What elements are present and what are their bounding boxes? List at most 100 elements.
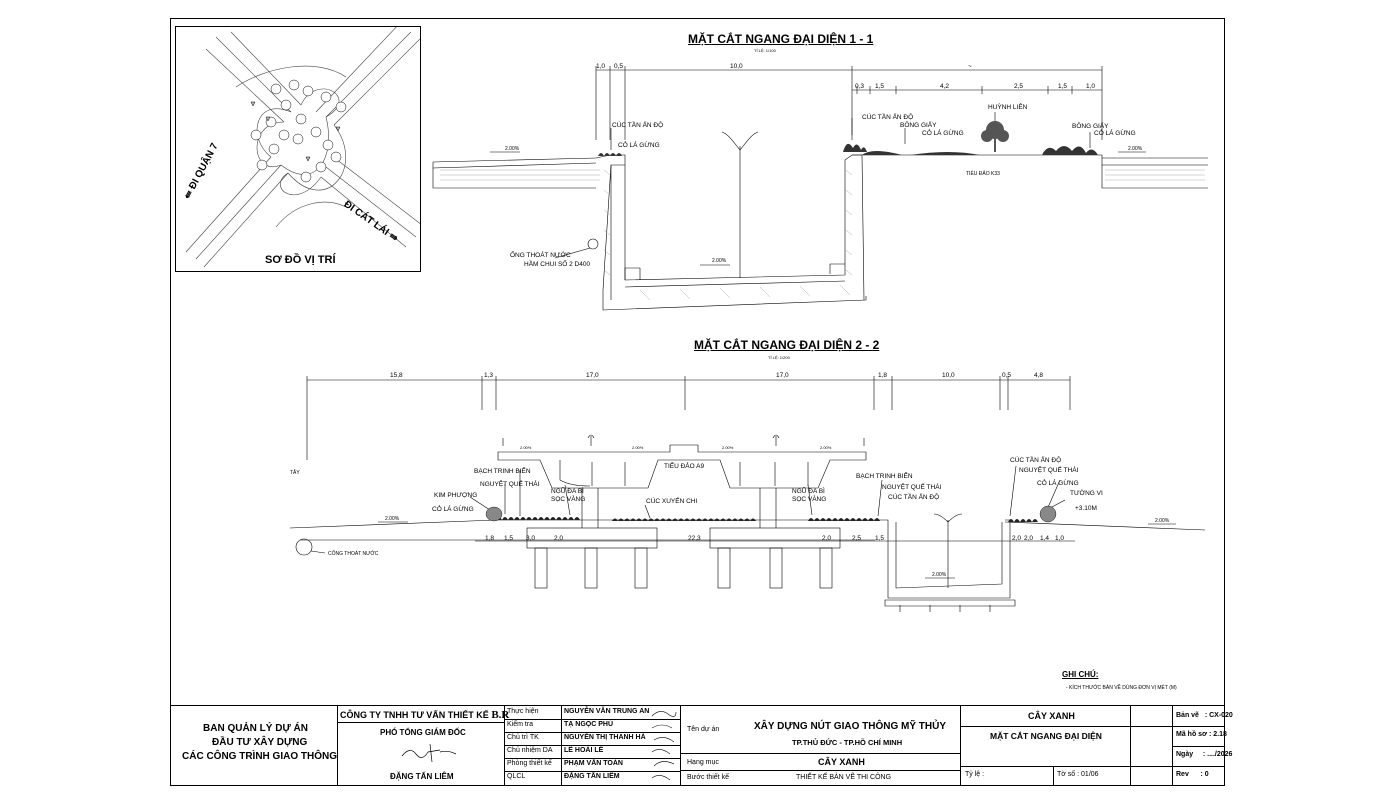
s2-label: NGUYỆT QUẾ THÁI — [882, 484, 942, 491]
s2-label: KIM PHƯỢNG — [434, 492, 478, 499]
role-name: LÊ HOÀI LÊ — [564, 747, 604, 754]
map-title: SƠ ĐỒ VỊ TRÍ — [265, 254, 336, 266]
s1-label: HUỲNH LIÊN — [988, 104, 1028, 111]
date: Ngày : ..../2026 — [1176, 751, 1233, 758]
s2-label: TƯỜNG VI — [1070, 490, 1103, 497]
s1-label: ỐNG THOÁT NƯỚC — [510, 252, 571, 259]
owner-line2: ĐẦU TƯ XÂY DỰNG — [212, 737, 308, 748]
category-label: Hạng mục — [687, 759, 719, 766]
s1-label: HẦM CHUI SỐ 2 D400 — [524, 261, 591, 268]
location-map — [175, 26, 421, 272]
title-block: BAN QUẢN LÝ DỰ ÁN ĐẦU TƯ XÂY DỰNG CÁC CÔ… — [170, 705, 1233, 786]
s2-slope: 2.00% — [932, 572, 947, 578]
s1-label: BÔNG GIẤY — [1072, 123, 1109, 130]
file-no: Mã hồ sơ : 2.18 — [1176, 731, 1227, 738]
signatures-icon — [651, 711, 677, 781]
role-name: PHẠM VĂN TOÀN — [564, 760, 623, 767]
role-label: Thực hiện — [507, 708, 539, 715]
s2-dim: 4,8 — [1034, 372, 1044, 379]
s2-dim: 2,0 — [1024, 535, 1034, 542]
section1-scale: TỈ LỆ: 1/100 — [754, 48, 776, 53]
s1-dim: 1,0 — [1086, 83, 1096, 90]
s2-label: CÚC TẦN ẤN ĐỘ — [888, 494, 940, 501]
s2-label: CỎ LÁ GỪNG — [432, 506, 474, 513]
s2-dim: 0,5 — [1002, 372, 1012, 379]
drawing-no: Bản vẽ : CX-020 — [1176, 712, 1233, 719]
role-name: NGUYỄN VĂN TRUNG AN — [564, 708, 650, 715]
s2-label: BẠCH TRINH BIỂN — [474, 468, 531, 475]
stage: THIẾT KẾ BẢN VẼ THI CÔNG — [796, 774, 892, 781]
s1-dim: 0,3 — [855, 83, 865, 90]
owner-line3: CÁC CÔNG TRÌNH GIAO THÔNG — [182, 751, 337, 762]
drawing-sheet-border — [170, 18, 1225, 786]
s2-label: CỐNG THOÁT NƯỚC — [328, 551, 379, 557]
s1-dim: 1,5 — [875, 83, 885, 90]
s2-dim: 3,0 — [526, 535, 536, 542]
s2-deck-slope: 2.00% — [520, 445, 532, 450]
s2-dim: 1,4 — [1040, 535, 1050, 542]
company-logo: B.R — [491, 709, 510, 721]
drawing-group: CÂY XANH — [1028, 711, 1075, 721]
sheet-label: Tờ số : 01/06 — [1057, 771, 1099, 778]
s2-dim: 1,8 — [878, 372, 888, 379]
s2-dim: 1,5 — [504, 535, 514, 542]
s1-label: CỎ LÁ GỪNG — [1094, 130, 1136, 137]
rev: Rev : 0 — [1176, 771, 1209, 778]
role-name: NGUYỄN THỊ THANH HÀ — [564, 734, 646, 741]
s1-dim: ~ — [968, 63, 972, 70]
s1-label: CỎ LÁ GỪNG — [618, 142, 660, 149]
s1-label: CÚC TẦN ẤN ĐỘ — [862, 114, 914, 121]
s2-dim: 1,0 — [1055, 535, 1065, 542]
s2-label: NGUYỆT QUẾ THÁI — [1019, 467, 1079, 474]
section1-title: MẶT CẮT NGANG ĐẠI DIỆN 1 - 1 — [688, 32, 874, 46]
s2-slope: 2.00% — [1155, 518, 1170, 524]
deputy-title: PHÓ TỔNG GIÁM ĐỐC — [380, 728, 466, 737]
s1-dim: 10,0 — [730, 63, 743, 70]
s2-label: CÚC TẦN ẤN ĐỘ — [1010, 457, 1062, 464]
role-label: QLCL — [507, 773, 526, 780]
role-name: ĐẶNG TẤN LIÊM — [564, 773, 620, 780]
s1-dim: 2,5 — [1014, 83, 1024, 90]
notes-line: - KÍCH THƯỚC BẢN VẼ DÙNG ĐƠN VỊ MÉT (M) — [1066, 685, 1177, 691]
s2-label: CÚC XUYẾN CHI — [646, 498, 698, 505]
s2-dim: 1,5 — [875, 535, 885, 542]
s1-dim: 1,5 — [1058, 83, 1068, 90]
s2-label: NGŨ ĐA BÌ — [792, 488, 825, 495]
section2-title: MẶT CẮT NGANG ĐẠI DIỆN 2 - 2 — [694, 338, 880, 352]
s2-slope: 2.00% — [385, 516, 400, 522]
s2-label: CỎ LÁ GỪNG — [1037, 480, 1079, 487]
project-location: TP.THỦ ĐỨC - TP.HỒ CHÍ MINH — [792, 738, 903, 747]
s2-deck-slope: 2.00% — [722, 445, 734, 450]
s2-deck-slope: 2.00% — [632, 445, 644, 450]
s2-dim: 15,8 — [390, 372, 403, 379]
notes-title: GHI CHÚ: — [1062, 670, 1099, 679]
s2-label: SỌC VÀNG — [551, 496, 586, 503]
s1-slope: 2.00% — [1128, 146, 1143, 152]
section2-scale: TỈ LỆ: 1/200 — [768, 355, 790, 360]
s1-dim: 1,0 — [596, 63, 606, 70]
s2-label: TÂY — [290, 470, 300, 476]
s2-dim: 17,0 — [776, 372, 789, 379]
scale-label: Tỷ lệ : — [965, 771, 985, 778]
s2-dim: 22,3 — [688, 535, 701, 542]
role-label: Kiểm tra — [507, 721, 534, 728]
s1-label: CÚC TẦN ẤN ĐỘ — [612, 122, 664, 129]
s2-label: NGŨ ĐA BÌ — [551, 488, 584, 495]
s1-label: TIỂU ĐẢO K33 — [966, 171, 1000, 177]
s2-dim: 2,0 — [822, 535, 832, 542]
role-name: TẠ NGỌC PHÚ — [564, 721, 613, 728]
s2-dim: 1,3 — [484, 372, 494, 379]
s2-label: SỌC VÀNG — [792, 496, 827, 503]
s2-dim: 2,0 — [1012, 535, 1022, 542]
drawing-title: MẶT CẮT NGANG ĐẠI DIỆN — [990, 731, 1102, 741]
interchange-plan-drawing — [185, 27, 420, 268]
category: CÂY XANH — [818, 757, 865, 767]
owner-line1: BAN QUẢN LÝ DỰ ÁN — [203, 723, 308, 734]
company-name: CÔNG TY TNHH TƯ VẤN THIẾT KẾ B.R — [340, 709, 510, 721]
deputy-name: ĐẶNG TẤN LIÊM — [390, 772, 454, 781]
s2-dim: 10,0 — [942, 372, 955, 379]
s1-label: BÔNG GIẤY — [900, 122, 937, 129]
s2-deck-slope: 2.00% — [820, 445, 832, 450]
